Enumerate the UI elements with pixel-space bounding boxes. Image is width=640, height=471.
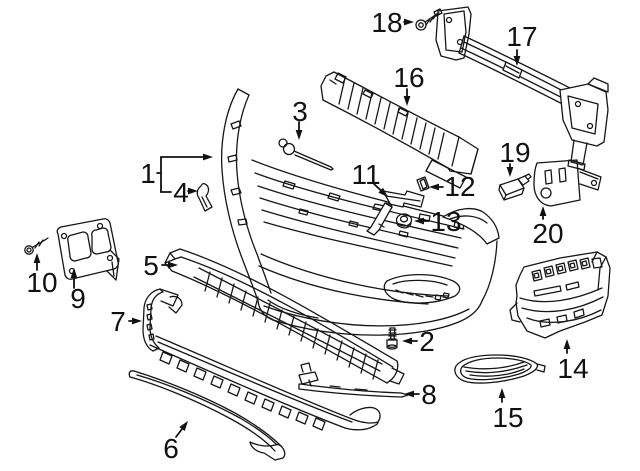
callout-13-arrowhead: [414, 217, 424, 225]
callout-12-number[interactable]: 12: [444, 171, 475, 202]
callout-15-number[interactable]: 15: [492, 402, 523, 433]
callout-2-arrowhead: [402, 337, 412, 345]
callout-6-arrowhead: [179, 421, 188, 432]
callout-3-number[interactable]: 3: [292, 96, 308, 127]
callout-10-number[interactable]: 10: [26, 267, 57, 298]
part-8-strip-drawing: [298, 362, 409, 398]
part-7-air-guide-drawing: [142, 288, 381, 431]
callout-9-arrowhead: [70, 268, 78, 278]
callout-9-number[interactable]: 9: [70, 283, 86, 314]
callout-4[interactable]: 4: [173, 177, 198, 208]
part-18-bolt-drawing: [415, 12, 440, 31]
callout-18[interactable]: 18: [371, 7, 414, 38]
part-15-fog-grille-drawing: [454, 354, 546, 384]
callout-20-number[interactable]: 20: [532, 218, 563, 249]
callout-18-number[interactable]: 18: [371, 7, 402, 38]
callout-3[interactable]: 3: [292, 96, 308, 140]
callout-19-number[interactable]: 19: [499, 137, 530, 168]
callout-15-arrowhead: [498, 388, 506, 398]
callout-12-arrowhead: [429, 183, 439, 191]
part-20-bracket-drawing: [533, 159, 602, 207]
callout-5[interactable]: 5: [143, 250, 178, 281]
callout-11-leader: [373, 183, 382, 192]
callout-5-number[interactable]: 5: [143, 250, 159, 281]
callout-3-arrowhead: [295, 130, 303, 140]
callout-11[interactable]: 11: [351, 159, 388, 197]
callout-7[interactable]: 7: [110, 306, 142, 337]
callout-1-arrowhead: [203, 153, 213, 161]
callout-17-number[interactable]: 17: [506, 21, 537, 52]
callout-7-arrowhead: [132, 317, 142, 325]
callout-14[interactable]: 14: [557, 339, 589, 384]
callout-9[interactable]: 9: [70, 268, 86, 314]
callout-6-number[interactable]: 6: [163, 433, 179, 464]
callout-8-arrowhead: [404, 390, 414, 398]
part-14-side-bracket-drawing: [509, 251, 611, 339]
callout-14-number[interactable]: 14: [557, 353, 588, 384]
callout-14-arrowhead: [563, 339, 571, 349]
part-19-sensor-drawing: [498, 173, 532, 201]
callout-10[interactable]: 10: [26, 253, 58, 298]
part-5-grille-drawing: [164, 248, 405, 385]
callout-4-arrowhead: [188, 187, 198, 195]
callout-19[interactable]: 19: [499, 137, 531, 177]
callout-19-arrowhead: [506, 167, 514, 177]
part-16-absorber-drawing: [320, 71, 479, 189]
callout-12[interactable]: 12: [429, 171, 476, 202]
part-3-rivet-drawing: [278, 138, 334, 171]
callout-7-number[interactable]: 7: [110, 306, 126, 337]
part-10-screw-drawing: [24, 237, 49, 255]
part-13-nut-drawing: [395, 213, 413, 229]
part-6-spoiler-drawing: [128, 370, 286, 461]
callout-11-number[interactable]: 11: [351, 159, 380, 190]
callout-5-arrowhead: [168, 261, 178, 269]
part-11-bracket-drawing: [366, 190, 425, 236]
part-9-license-bracket-drawing: [56, 218, 120, 281]
callout-13-number[interactable]: 13: [430, 206, 461, 237]
callout-6-leader: [175, 428, 183, 438]
callout-2[interactable]: 2: [402, 326, 435, 357]
callout-16-arrowhead: [403, 96, 411, 106]
callout-17[interactable]: 17: [506, 21, 538, 66]
callout-2-number[interactable]: 2: [419, 326, 435, 357]
callout-13[interactable]: 13: [414, 206, 462, 237]
callout-1-number[interactable]: 1: [140, 158, 156, 189]
part-4-clip-drawing: [196, 182, 213, 212]
callout-8[interactable]: 8: [404, 379, 437, 410]
part-2-screw-drawing: [386, 327, 398, 350]
callout-1[interactable]: 1: [140, 153, 213, 193]
callout-16[interactable]: 16: [393, 62, 425, 106]
callout-4-number[interactable]: 4: [173, 177, 189, 208]
callout-20[interactable]: 20: [532, 206, 564, 249]
callout-16-number[interactable]: 16: [393, 62, 424, 93]
part-17-impact-bar-drawing: [433, 6, 609, 171]
callout-18-arrowhead: [404, 18, 414, 26]
part-12-clip-drawing: [416, 176, 430, 192]
callout-11-arrowhead: [378, 187, 388, 197]
callout-15[interactable]: 15: [492, 388, 524, 433]
callout-8-number[interactable]: 8: [421, 379, 437, 410]
callout-17-arrowhead: [513, 56, 521, 66]
callout-10-arrowhead: [33, 253, 41, 263]
callout-20-arrowhead: [539, 206, 547, 216]
callout-6[interactable]: 6: [163, 421, 188, 464]
